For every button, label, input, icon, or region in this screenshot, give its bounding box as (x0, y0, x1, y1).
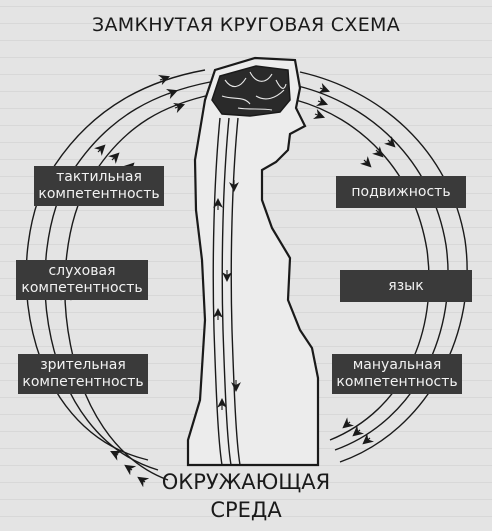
box-line: подвижность (351, 183, 451, 200)
box-line: мануальная (352, 357, 442, 373)
arrow-icon (362, 433, 375, 445)
environment-line-2: СРЕДА (210, 498, 282, 522)
arrow-icon (166, 88, 179, 100)
texture-line (0, 40, 492, 41)
arrow-icon (110, 451, 123, 461)
environment-line-1: ОКРУЖАЮЩАЯ (161, 470, 331, 494)
box-line: язык (388, 277, 424, 294)
box-tactile-competence: тактильная компетентность (34, 166, 164, 206)
right-arc-outer (299, 71, 468, 463)
environment-label: ОКРУЖАЮЩАЯ СРЕДА (160, 468, 332, 524)
left-arc-inner (64, 93, 215, 481)
texture-line (0, 57, 492, 58)
arrow-icon (372, 146, 384, 158)
arrow-icon (342, 417, 355, 429)
arrow-icon (360, 156, 372, 168)
box-line: компетентность (22, 374, 144, 390)
arrow-icon (108, 152, 120, 164)
arrow-icon (137, 476, 150, 488)
right-arc-middle (297, 85, 449, 451)
box-line: слуховая (48, 263, 116, 279)
arrow-icon (318, 82, 331, 94)
box-line: компетентность (336, 374, 458, 390)
box-line: тактильная (56, 169, 142, 185)
box-manual-competence: мануальная компетентность (332, 354, 462, 394)
diagram-title: ЗАМКНУТАЯ КРУГОВАЯ СХЕМА (92, 14, 400, 36)
box-line: компетентность (21, 280, 143, 296)
box-line: зрительная (40, 357, 126, 373)
texture-line (0, 23, 492, 24)
arrow-icon (124, 464, 137, 476)
box-visual-competence: зрительная компетентность (18, 354, 148, 394)
box-auditory-competence: слуховая компетентность (16, 260, 148, 300)
box-mobility: подвижность (336, 176, 466, 208)
arrow-icon (352, 425, 365, 437)
texture-line (0, 499, 492, 500)
arrow-icon (384, 136, 396, 148)
arrow-icon (313, 108, 326, 120)
box-language: язык (340, 270, 472, 302)
arrow-icon (173, 102, 186, 114)
texture-line (0, 482, 492, 483)
arrow-icon (94, 144, 106, 156)
human-figure-with-brain (186, 56, 320, 467)
texture-line (0, 516, 492, 517)
brain-icon (211, 65, 291, 117)
box-line: компетентность (38, 186, 160, 202)
arrow-icon (158, 74, 171, 86)
arrow-icon (316, 95, 329, 107)
texture-line (0, 6, 492, 7)
right-motor-arcs (295, 71, 468, 463)
right-arc-inner (295, 99, 430, 441)
